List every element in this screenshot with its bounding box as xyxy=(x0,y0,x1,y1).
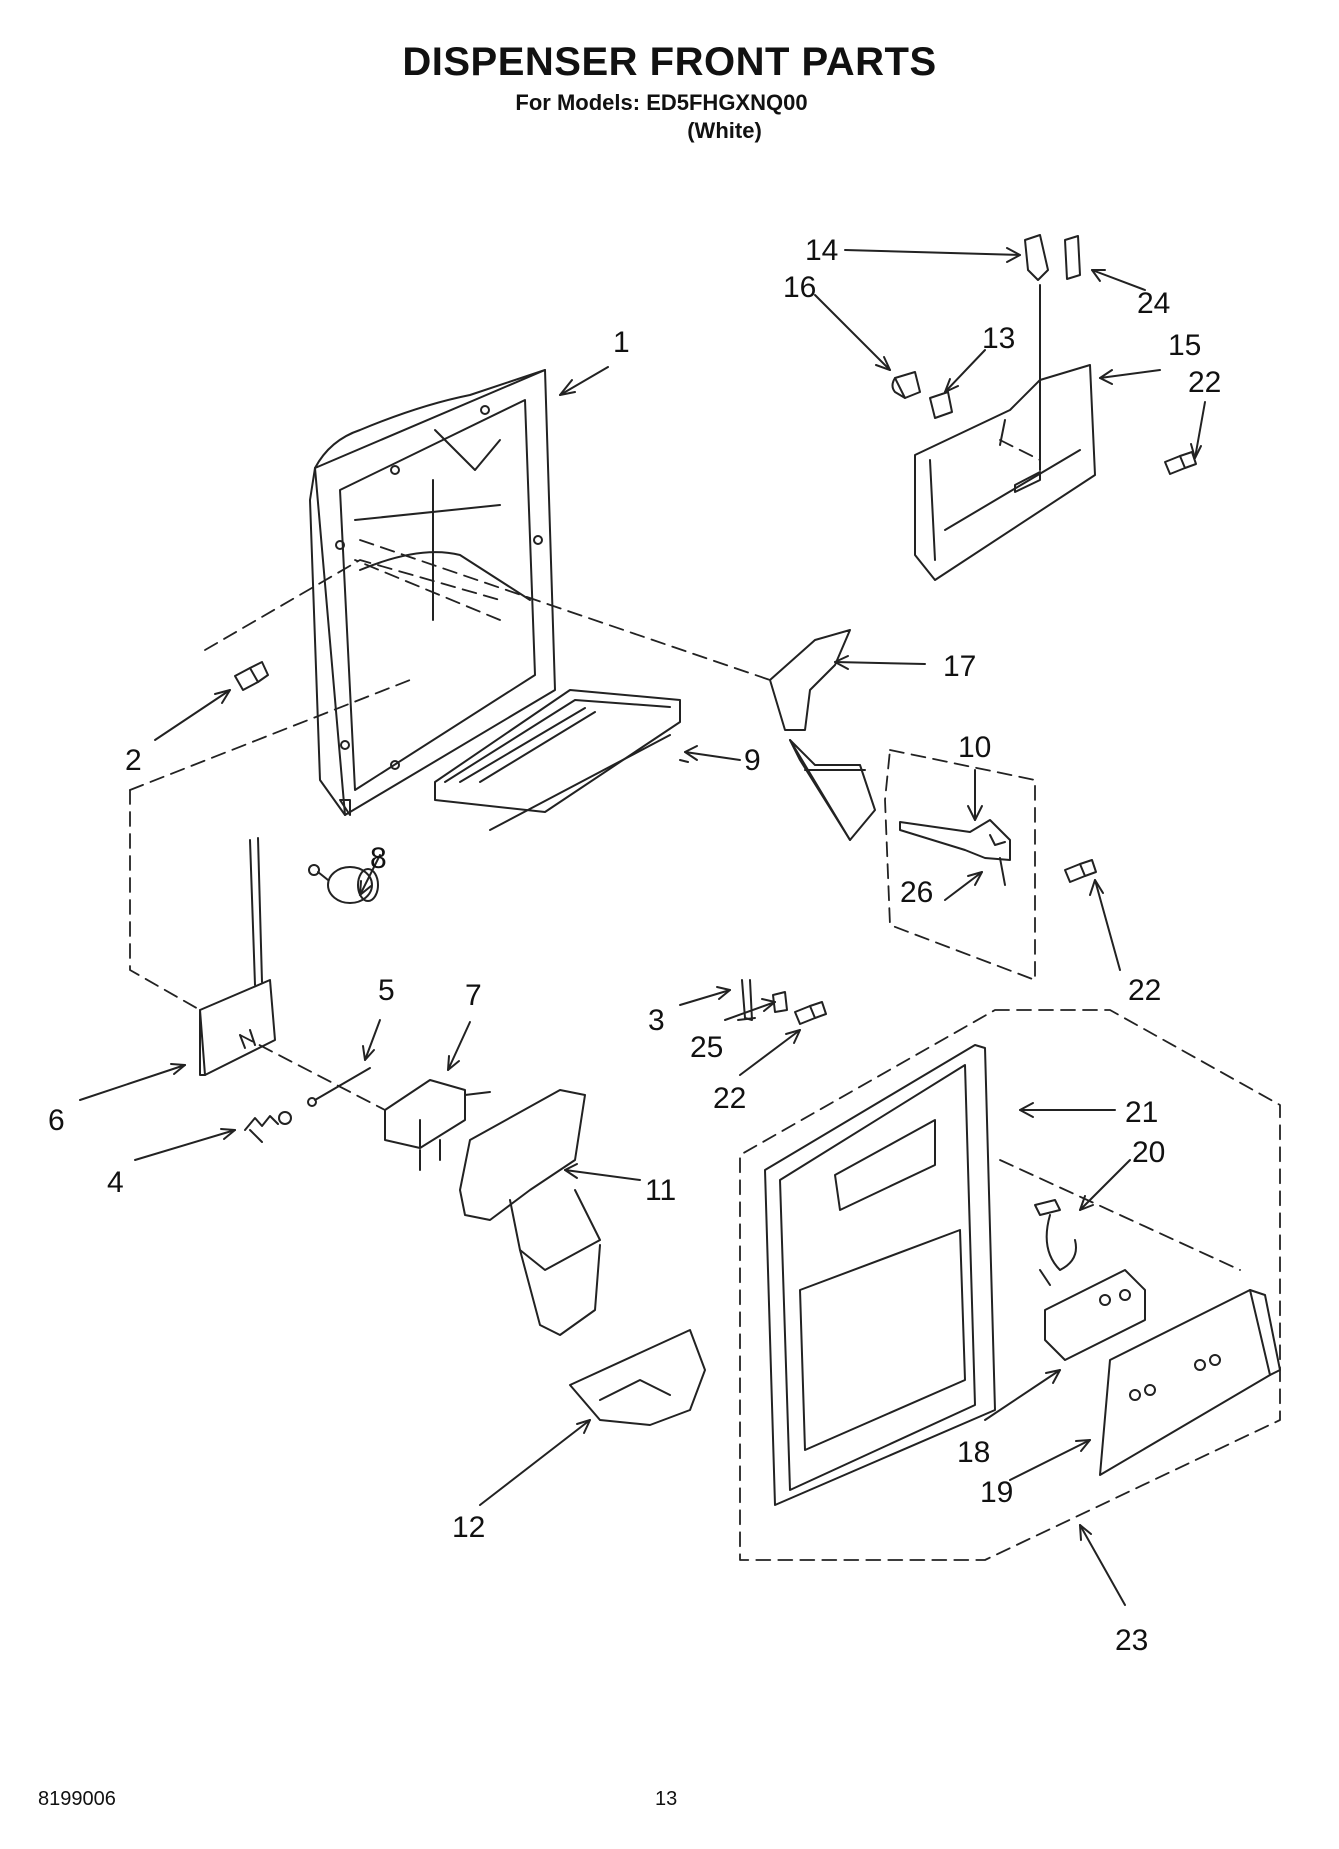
color-variant: (White) xyxy=(687,118,762,143)
callout-10: 10 xyxy=(958,731,991,764)
callout-12: 12 xyxy=(452,1511,485,1544)
callout-18: 18 xyxy=(957,1436,990,1469)
document-number: 8199006 xyxy=(38,1788,116,1810)
part-switch-lever xyxy=(899,819,1011,886)
callout-4: 4 xyxy=(107,1166,124,1199)
part-screw-22-a xyxy=(1064,859,1097,883)
part-screw-22-c xyxy=(1164,451,1197,475)
callout-2: 2 xyxy=(125,744,142,777)
callout-3: 3 xyxy=(648,1004,665,1037)
part-wire-harness xyxy=(1034,1199,1077,1286)
part-clip-25 xyxy=(772,991,788,1013)
callout-25: 25 xyxy=(690,1031,723,1064)
callout-17: 17 xyxy=(943,650,976,683)
model-subtitle: For Models: ED5FHGXNQ00 xyxy=(515,90,808,115)
part-front-panel xyxy=(764,1044,996,1506)
callout-6: 6 xyxy=(48,1104,65,1137)
part-lamp-socket xyxy=(1024,234,1049,391)
callout-8: 8 xyxy=(370,842,387,875)
part-housing-frame xyxy=(309,369,556,816)
page-title: DISPENSER FRONT PARTS xyxy=(402,40,937,84)
part-actuator xyxy=(384,1079,491,1171)
callout-22-top: 22 xyxy=(1188,366,1221,399)
page-number: 13 xyxy=(655,1788,678,1810)
callout-7: 7 xyxy=(465,979,482,1012)
part-motor xyxy=(308,864,379,904)
callout-21: 21 xyxy=(1125,1096,1158,1129)
part-bulb-socket xyxy=(929,391,953,419)
part-spring xyxy=(244,1111,292,1143)
callout-20: 20 xyxy=(1132,1136,1165,1169)
callout-14: 14 xyxy=(805,234,838,267)
part-screw-2 xyxy=(234,661,269,691)
callout-5: 5 xyxy=(378,974,395,1007)
part-drip-tray xyxy=(434,689,681,831)
part-chute-cup xyxy=(569,1329,706,1426)
callout-23: 23 xyxy=(1115,1624,1148,1657)
part-control-overlay xyxy=(1099,1289,1281,1476)
callout-22-center: 22 xyxy=(713,1082,746,1115)
leader-lines xyxy=(79,247,1206,1606)
part-contact-strip xyxy=(737,979,756,1021)
part-screw-22-b xyxy=(794,1001,827,1025)
callout-24: 24 xyxy=(1137,287,1170,320)
callout-11: 11 xyxy=(645,1174,676,1207)
callout-16: 16 xyxy=(783,271,816,304)
callout-9: 9 xyxy=(744,744,761,777)
callout-19: 19 xyxy=(980,1476,1013,1509)
assembly-dash-lines xyxy=(129,439,1281,1561)
part-ice-lever xyxy=(769,629,876,841)
callout-1: 1 xyxy=(613,326,630,359)
part-bulb xyxy=(891,371,921,399)
part-water-lever xyxy=(459,1089,601,1336)
callout-labels: 1 2 3 4 5 6 7 8 9 10 11 12 13 14 15 16 1… xyxy=(48,234,1221,1657)
callout-26: 26 xyxy=(900,876,933,909)
part-light-housing xyxy=(914,364,1096,581)
part-switch-board xyxy=(1044,1269,1146,1361)
callout-22-right: 22 xyxy=(1128,974,1161,1007)
callout-13: 13 xyxy=(982,322,1015,355)
part-rod xyxy=(307,1067,371,1107)
callout-15: 15 xyxy=(1168,329,1201,362)
part-plate-24 xyxy=(1064,235,1081,280)
part-solenoid-box xyxy=(199,837,276,1076)
